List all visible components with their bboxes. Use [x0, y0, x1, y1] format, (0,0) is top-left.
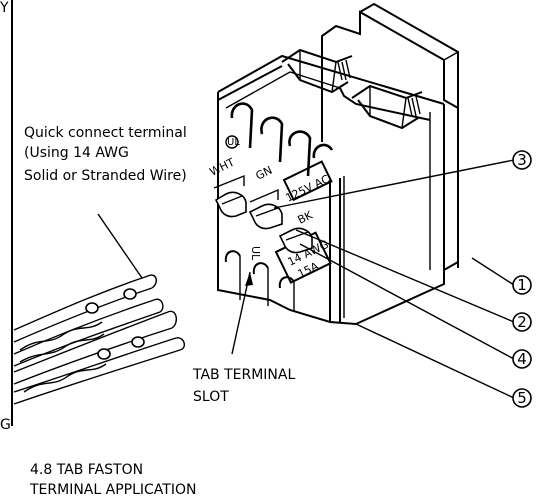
callout-4: 4	[512, 349, 532, 369]
wire-bundle	[13, 274, 186, 405]
marking-wht: WHT	[208, 156, 237, 179]
fragment-top-left: Y	[0, 0, 9, 16]
callout-leaders	[231, 159, 515, 399]
svg-text:3: 3	[517, 151, 527, 169]
leader-arrowhead	[245, 272, 253, 286]
marking-bk: BK	[296, 208, 316, 226]
callout-5: 5	[512, 388, 532, 408]
svg-text:2: 2	[517, 313, 527, 331]
tab-terminal-slot-label-line1: TAB TERMINAL	[192, 367, 295, 383]
fragment-bottom-left: G	[0, 417, 11, 433]
svg-text:UL: UL	[227, 137, 240, 148]
callout-1: 1	[512, 275, 532, 295]
callout-2: 2	[512, 312, 532, 332]
leader-quick-connect	[97, 213, 143, 279]
svg-text:4: 4	[517, 350, 527, 368]
quick-connect-label-line1: Quick connect terminal	[24, 125, 187, 141]
tab-terminal-slot-label-line2: SLOT	[193, 389, 229, 405]
marking-ul: UL	[249, 246, 262, 261]
svg-text:5: 5	[517, 389, 527, 407]
voltage-label-box	[282, 160, 333, 202]
svg-text:1: 1	[517, 276, 527, 294]
marking-gn: GN	[254, 164, 275, 183]
quick-connect-label-line3: Solid or Stranded Wire)	[24, 168, 187, 184]
caption-line1: 4.8 TAB FASTON	[30, 462, 143, 478]
callout-3: 3	[512, 150, 532, 170]
terminal-block: UL WHT GN BK 125V AC 14 AWG 15A UL	[208, 2, 459, 325]
quick-connect-label-line2: (Using 14 AWG	[24, 145, 129, 161]
caption-line2: TERMINAL APPLICATION	[29, 482, 196, 498]
